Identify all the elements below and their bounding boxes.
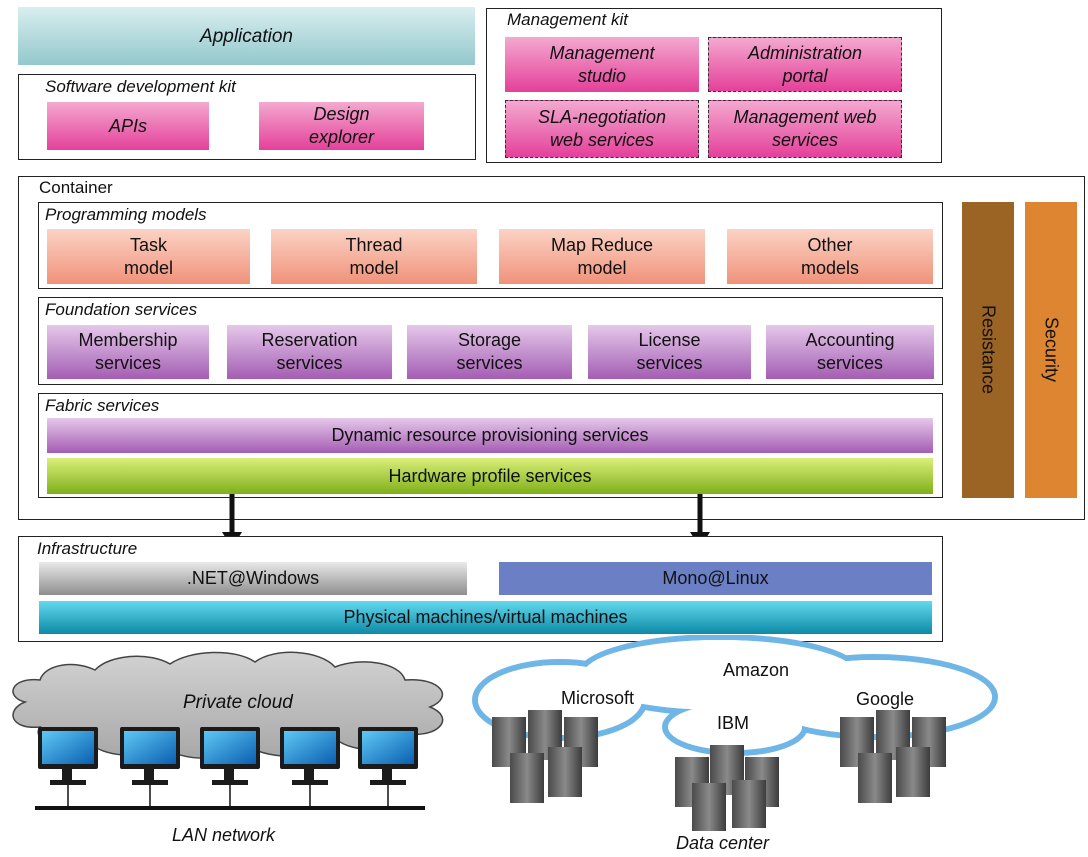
map-reduce-model: Map Reduce model xyxy=(499,229,705,284)
management-kit-frame: Management kit Management studio Adminis… xyxy=(486,8,942,163)
server-cluster-icon xyxy=(675,745,779,831)
provider-microsoft: Microsoft xyxy=(561,688,635,708)
sdk-design-explorer: Design explorer xyxy=(259,102,424,150)
management-studio: Management studio xyxy=(505,37,699,92)
management-web-services: Management web services xyxy=(708,100,902,158)
computer-icon xyxy=(200,727,260,808)
physical-virtual-machines: Physical machines/virtual machines xyxy=(39,601,932,634)
server-cluster-icon xyxy=(840,710,946,803)
reservation-services: Reservation services xyxy=(227,325,392,379)
foundation-services-title: Foundation services xyxy=(45,300,198,319)
data-center-illustration xyxy=(472,635,998,831)
infrastructure-title: Infrastructure xyxy=(37,539,138,558)
management-kit-title: Management kit xyxy=(507,10,628,29)
fabric-services-title: Fabric services xyxy=(45,396,160,415)
sdk-frame: Software development kit APIs Design exp… xyxy=(18,74,476,160)
application-label: Application xyxy=(200,25,293,47)
sla-negotiation-web-services: SLA-negotiation web services xyxy=(505,100,699,158)
computer-icon xyxy=(280,727,340,808)
provider-amazon: Amazon xyxy=(723,660,790,680)
foundation-services-frame: Foundation services Membership services … xyxy=(38,297,943,385)
accounting-services: Accounting services xyxy=(766,325,934,379)
application-box: Application xyxy=(18,7,475,65)
lan-network-label: LAN network xyxy=(172,825,276,845)
dynamic-resource-provisioning-services: Dynamic resource provisioning services xyxy=(47,418,933,453)
computer-icon xyxy=(38,727,98,808)
sdk-apis: APIs xyxy=(47,102,209,150)
storage-services: Storage services xyxy=(407,325,572,379)
other-models: Other models xyxy=(727,229,933,284)
computer-icon xyxy=(358,727,418,808)
mono-linux: Mono@Linux xyxy=(499,562,932,595)
task-model: Task model xyxy=(47,229,250,284)
fabric-services-frame: Fabric services Dynamic resource provisi… xyxy=(38,393,943,498)
programming-models-frame: Programming models Task model Thread mod… xyxy=(38,202,943,289)
computer-icons xyxy=(38,727,418,808)
sdk-title: Software development kit xyxy=(45,77,236,96)
license-services: License services xyxy=(588,325,751,379)
programming-models-title: Programming models xyxy=(45,205,207,224)
provider-google: Google xyxy=(856,689,915,709)
resistance-column: Resistance xyxy=(962,202,1014,498)
private-cloud-label: Private cloud xyxy=(183,692,293,713)
computer-icon xyxy=(120,727,180,808)
membership-services: Membership services xyxy=(47,325,209,379)
data-center-label: Data center xyxy=(676,833,770,853)
container-title: Container xyxy=(39,178,113,197)
private-cloud-illustration xyxy=(12,651,444,810)
infrastructure-frame: Infrastructure .NET@Windows Mono@Linux P… xyxy=(18,536,943,642)
hardware-profile-services: Hardware profile services xyxy=(47,458,933,494)
dotnet-windows: .NET@Windows xyxy=(39,562,467,595)
security-column: Security xyxy=(1025,202,1077,498)
thread-model: Thread model xyxy=(271,229,477,284)
administration-portal: Administration portal xyxy=(708,37,902,92)
provider-ibm: IBM xyxy=(717,713,750,733)
server-cluster-icon xyxy=(492,710,598,803)
